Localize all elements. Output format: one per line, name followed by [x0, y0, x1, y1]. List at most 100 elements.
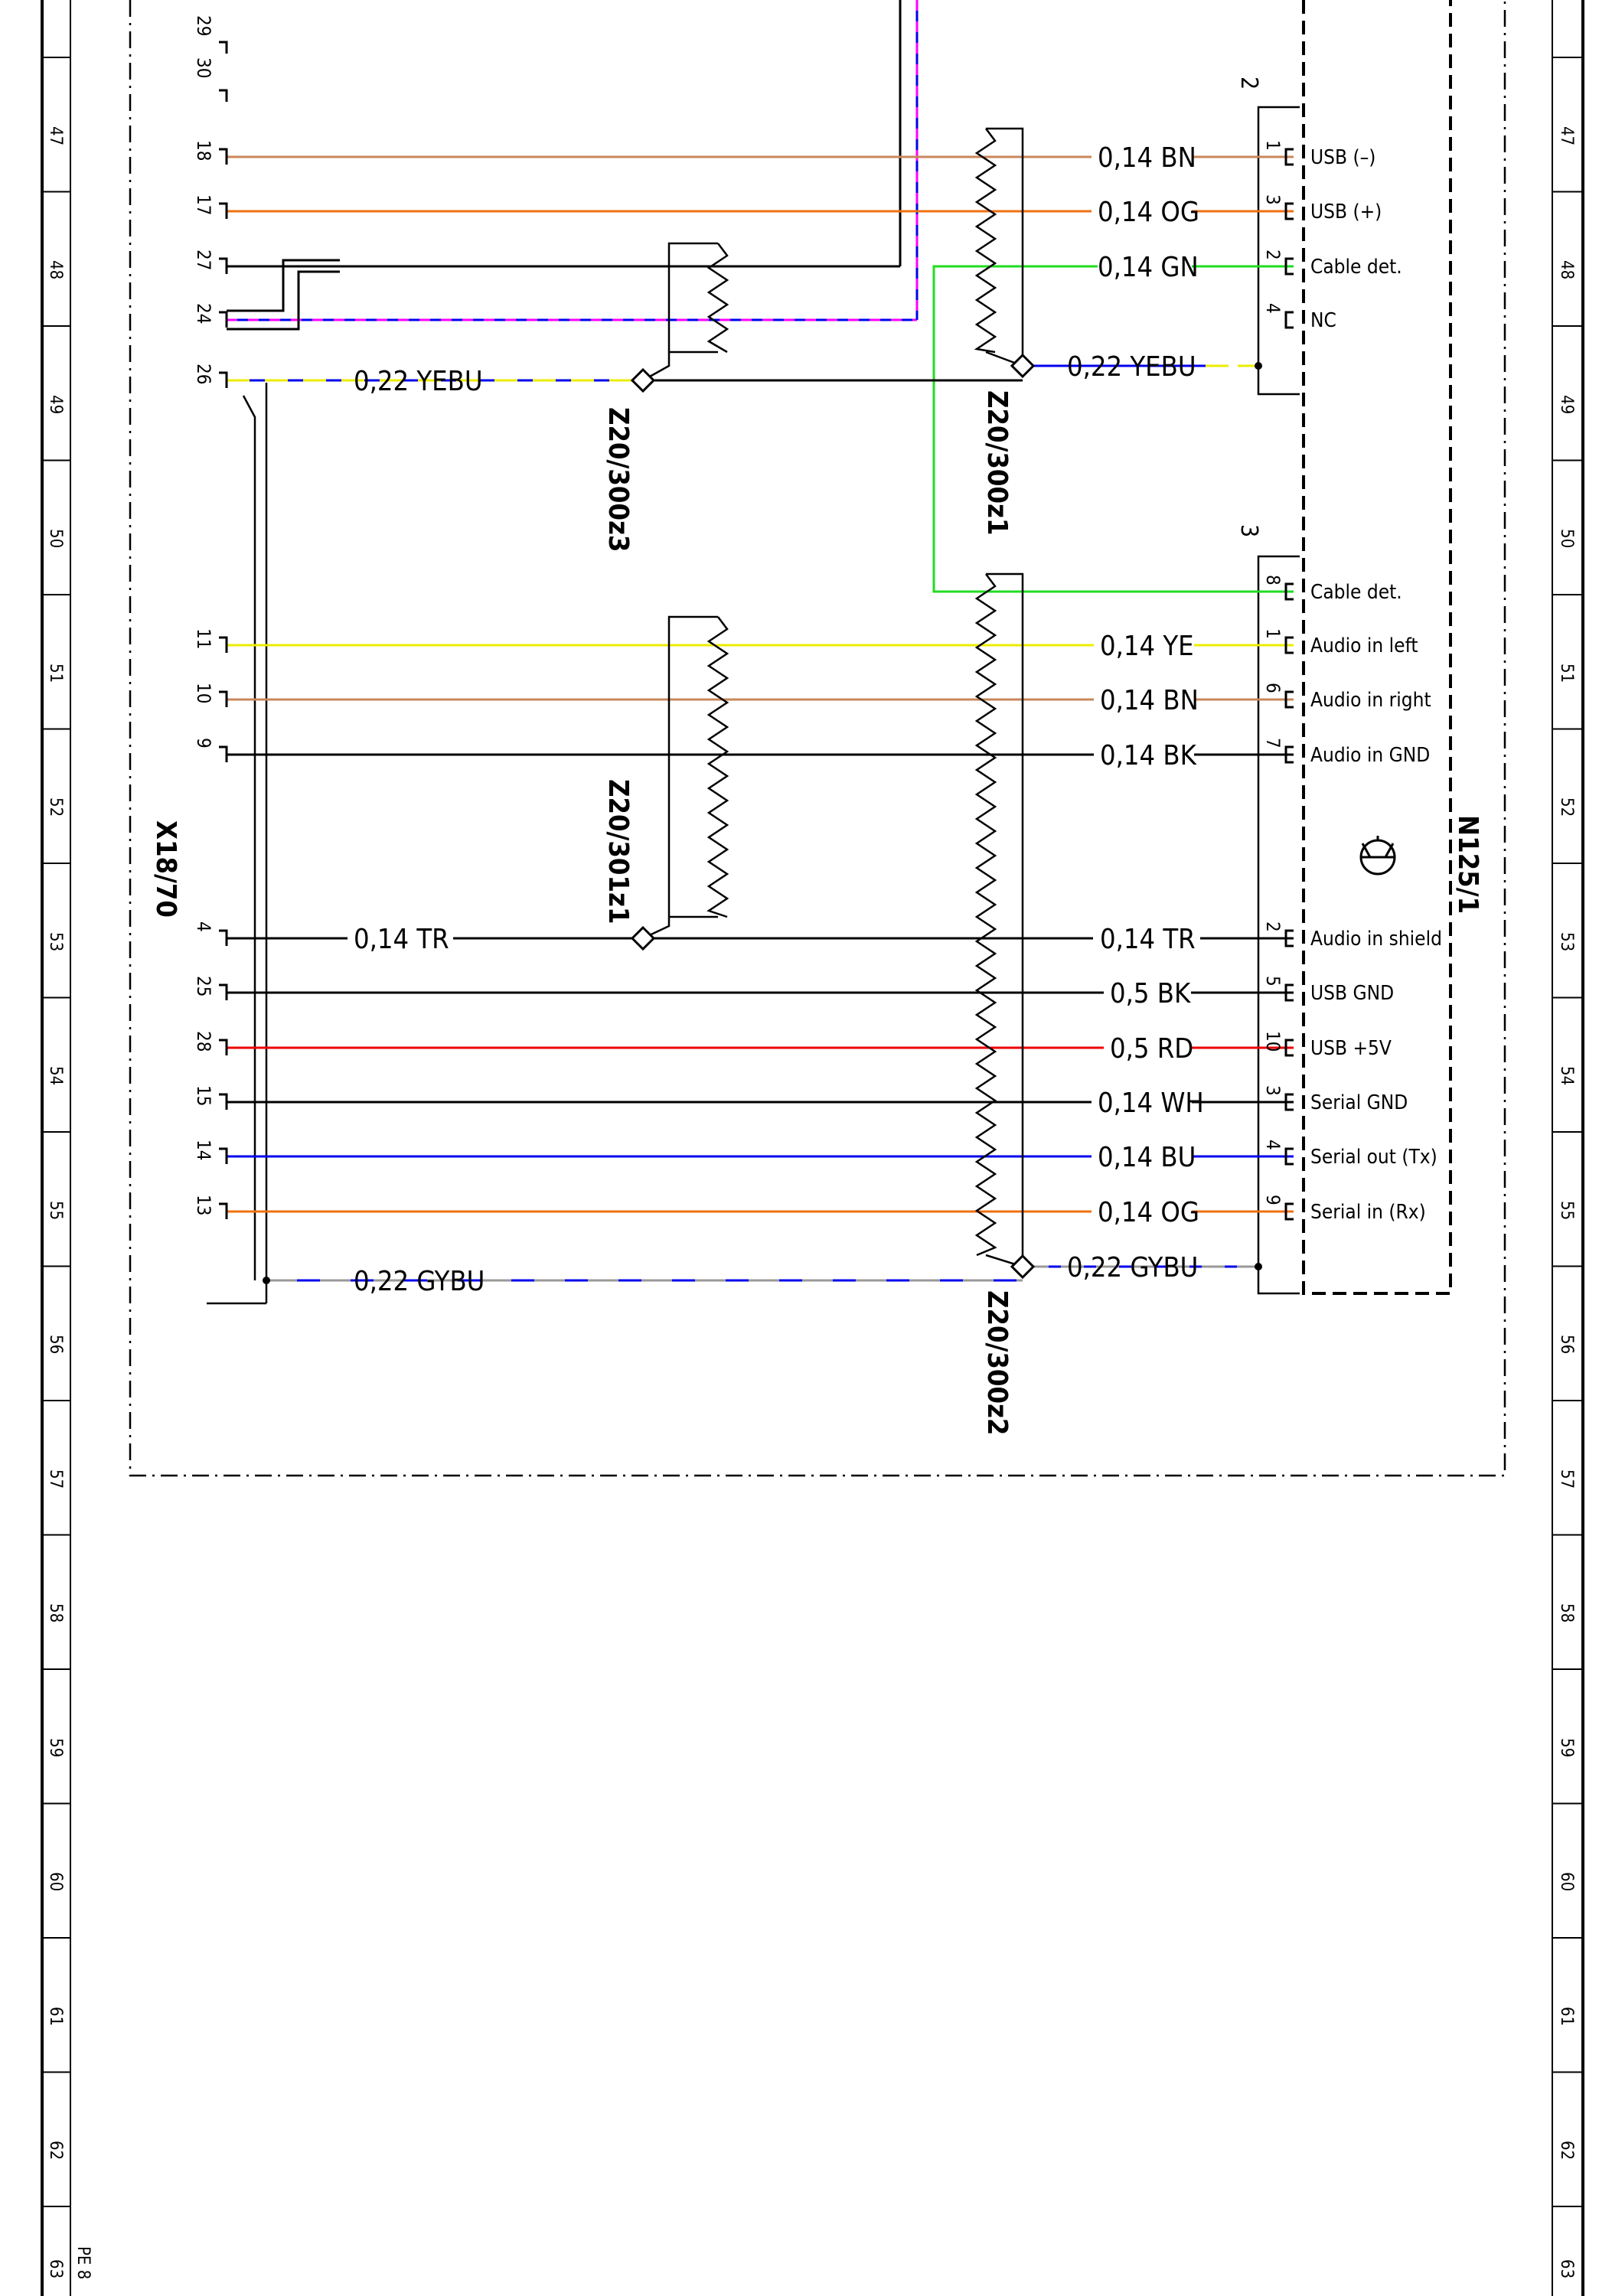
- left-ruler: [41, 0, 71, 2296]
- shield-label: Z20/301z1: [602, 779, 634, 924]
- ruler-number: 62: [1557, 2141, 1576, 2160]
- upper-signal-wires: [227, 0, 919, 331]
- ruler-number: 61: [1557, 2007, 1576, 2026]
- pin-hook: [219, 1093, 228, 1110]
- ruler-number: 54: [1557, 1066, 1576, 1085]
- ruler-number: 55: [46, 1201, 65, 1220]
- pin-number: 6: [1262, 683, 1284, 693]
- device-label: N125/1: [1452, 815, 1483, 914]
- pin-number: 29: [193, 15, 214, 36]
- wire-label: 0,14 OG: [1098, 1197, 1199, 1228]
- pin-hook: [1284, 257, 1294, 276]
- top-pins: [219, 41, 228, 102]
- connector-label: X18/70: [150, 820, 181, 918]
- ruler-number: 47: [1557, 126, 1576, 145]
- device-boundary: [1302, 0, 1452, 1295]
- pin-number: 11: [193, 628, 214, 649]
- module-boundary: [129, 0, 1506, 1477]
- ruler-number: 47: [46, 126, 65, 145]
- pin-hook: [1284, 148, 1294, 166]
- pin-function-label: Serial in (Rx): [1310, 1201, 1426, 1224]
- pin-number: 7: [1262, 738, 1284, 748]
- pin-function-label: Audio in GND: [1310, 744, 1430, 767]
- ruler-number: 60: [46, 1872, 65, 1891]
- ruler-number: 56: [46, 1335, 65, 1354]
- pin-number: 27: [193, 249, 214, 270]
- pin-number: 18: [193, 140, 214, 161]
- ruler-number: 61: [46, 2007, 65, 2026]
- shield-label: Z20/300z3: [602, 407, 634, 552]
- pin-function-label: Serial GND: [1310, 1091, 1408, 1114]
- wire-label: 0,14 BK: [1100, 740, 1197, 771]
- ruler-number: 59: [46, 1738, 65, 1757]
- pin-function-label: USB (–): [1310, 146, 1375, 169]
- pin-number: 13: [193, 1195, 214, 1215]
- pin-hook: [1284, 983, 1294, 1002]
- wire-label: 0,14 OG: [1098, 197, 1199, 228]
- pin-number: 4: [1262, 303, 1284, 314]
- right-ruler-numbers: 47 48 49 50 51 52 53 54 55 56 57 58 59 6…: [1557, 126, 1576, 2278]
- ruler-number: 51: [46, 664, 65, 683]
- pin-number: 1: [1262, 140, 1284, 151]
- wire-label: 0,22 GYBU: [354, 1266, 485, 1297]
- crossover-link: [227, 270, 340, 331]
- pin-hook: [1284, 1147, 1294, 1166]
- ruler-number: 60: [1557, 1872, 1576, 1891]
- pin-function-label: Serial out (Tx): [1310, 1146, 1437, 1169]
- pin-number: 17: [193, 194, 214, 215]
- ruler-number: 53: [46, 932, 65, 951]
- ruler-number: 57: [46, 1469, 65, 1489]
- pin-number: 3: [1262, 1085, 1284, 1096]
- ruler-number: 62: [46, 2141, 65, 2160]
- pin-number: 10: [1262, 1031, 1284, 1052]
- shield-z20-300z1: [974, 127, 1024, 367]
- pin-number: 15: [193, 1085, 214, 1106]
- shield-terminals: [630, 353, 1036, 1280]
- pin-number: 4: [1262, 1140, 1284, 1150]
- left-ruler-ticks: [42, 57, 70, 2207]
- ruler-number: 58: [46, 1603, 65, 1623]
- pin-number: 2: [1262, 921, 1284, 932]
- sheet-code: PE 8: [73, 2246, 93, 2279]
- pin-function-label: Cable det.: [1310, 256, 1402, 279]
- device-connector-blocks: [1257, 106, 1300, 1295]
- wire-label: 0,14 GN: [1098, 252, 1199, 283]
- pin-hook: [219, 202, 228, 219]
- pin-number: 9: [1262, 1195, 1284, 1205]
- ruler-number: 54: [46, 1066, 65, 1085]
- pin-hook: [1284, 745, 1294, 764]
- wire-label: 0,5 BK: [1110, 978, 1191, 1009]
- pin-hook: [1284, 1039, 1294, 1057]
- pin-function-label: USB (+): [1310, 201, 1382, 223]
- pin-number: 30: [193, 57, 214, 78]
- pin-hook: [1284, 636, 1294, 654]
- pin-hook: [219, 1147, 228, 1164]
- pin-hook: [219, 745, 228, 762]
- wire-label: 0,22 YEBU: [354, 366, 483, 397]
- pin-hook: [219, 636, 228, 653]
- junction-dots: [263, 362, 1262, 1284]
- ruler-number: 48: [46, 260, 65, 279]
- transistor-icon: [1359, 836, 1396, 876]
- ruler-number: 53: [1557, 932, 1576, 951]
- pin-function-label: Audio in left: [1310, 634, 1418, 657]
- pin-hook: [219, 257, 228, 274]
- pin-number: 26: [193, 364, 214, 384]
- right-ruler-ticks: [1552, 57, 1583, 2207]
- wire-label: 0,14 TR: [354, 924, 449, 955]
- ruler-number: 56: [1557, 1335, 1576, 1354]
- pin-hook: [219, 311, 228, 328]
- pin-hook: [219, 983, 228, 1000]
- pin-number: 14: [193, 1140, 214, 1160]
- wire-label: 0,5 RD: [1110, 1033, 1193, 1065]
- pin-hook: [219, 690, 228, 707]
- pin-function-label: Audio in right: [1310, 689, 1431, 712]
- pin-hook: [1284, 582, 1294, 601]
- ruler-number: 52: [1557, 797, 1576, 817]
- wire-label: 0,22 GYBU: [1067, 1252, 1198, 1283]
- pin-hook: [1284, 1093, 1294, 1111]
- ruler-number: 50: [46, 529, 65, 548]
- pin-function-label: USB +5V: [1310, 1037, 1392, 1060]
- pin-hook: [219, 929, 228, 946]
- ruler-number: 57: [1557, 1469, 1576, 1489]
